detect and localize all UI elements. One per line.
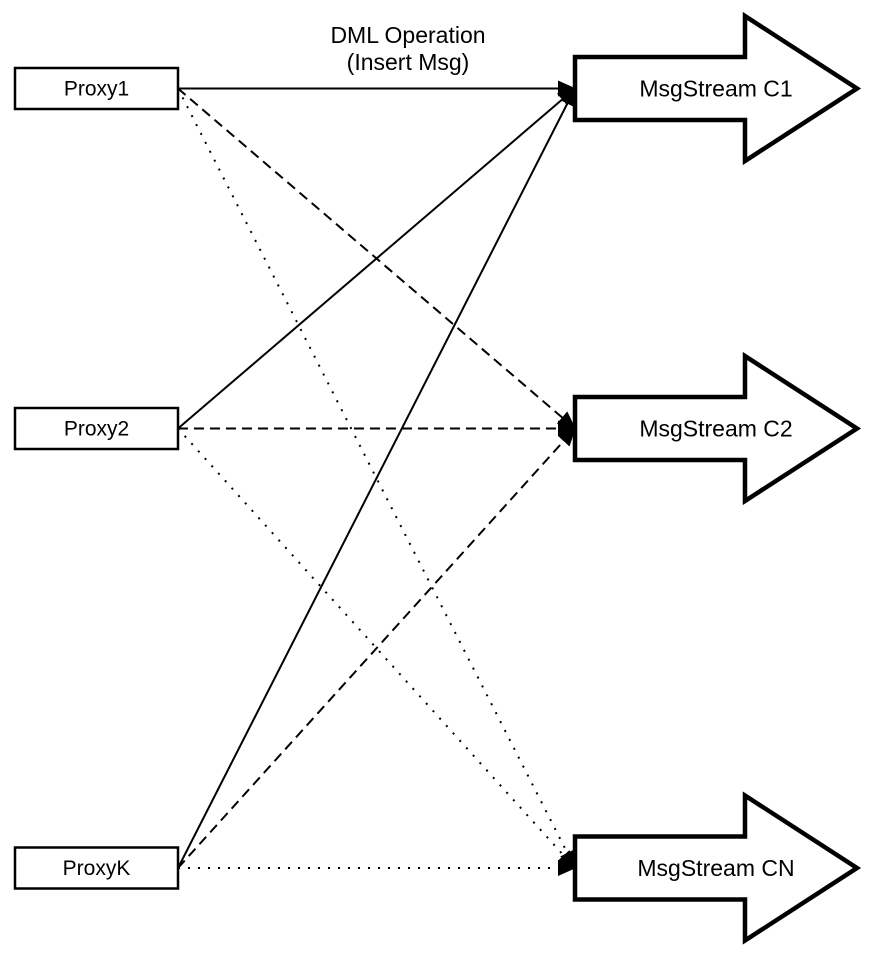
msgstream-cn-arrow-shape	[572, 791, 862, 945]
edge-proxy2-to-c1	[177, 87, 576, 430]
stream-node-c1: MsgStream C1	[572, 11, 862, 166]
stream-node-cn: MsgStream CN	[572, 791, 862, 945]
proxy2-label: Proxy2	[64, 418, 129, 441]
edge-proxyk-to-c1	[177, 87, 576, 869]
msgstream-c1-arrow-shape	[572, 11, 862, 166]
proxy2-box	[13, 406, 180, 451]
msgstream-c2-label: MsgStream C2	[639, 416, 792, 442]
proxy-node-proxy1: Proxy1	[13, 66, 180, 111]
annotation-line2: (Insert Msg)	[347, 49, 470, 75]
edge-proxyk-to-c2	[177, 427, 576, 869]
annotation: DML Operation (Insert Msg)	[330, 22, 485, 75]
msgstream-cn-label: MsgStream CN	[637, 855, 794, 881]
msgstream-c2-arrow-shape	[572, 351, 862, 506]
proxyk-box	[13, 846, 180, 890]
annotation-line1: DML Operation	[330, 22, 485, 48]
proxyk-label: ProxyK	[63, 857, 131, 880]
proxy1-box	[13, 66, 180, 111]
proxy-node-proxy2: Proxy2	[13, 406, 180, 451]
msgstream-c1-label: MsgStream C1	[639, 76, 792, 102]
proxy1-label: Proxy1	[64, 78, 129, 101]
proxy-node-proxyk: ProxyK	[13, 846, 180, 890]
edge-group	[177, 80, 576, 876]
stream-node-c2: MsgStream C2	[572, 351, 862, 506]
